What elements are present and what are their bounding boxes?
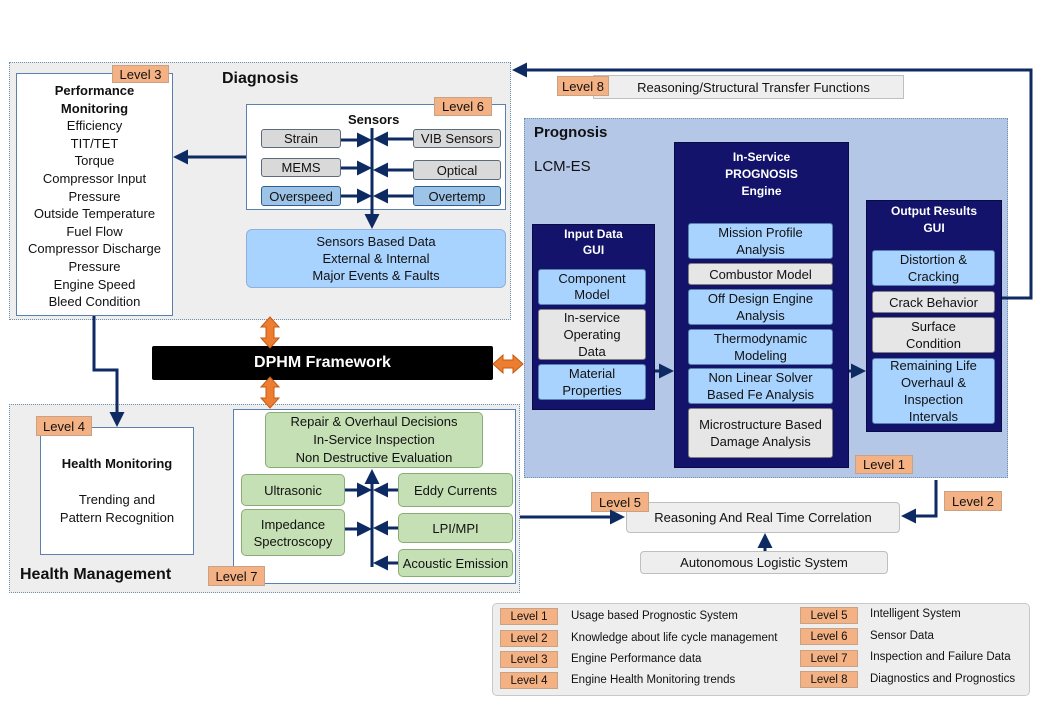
legend-text: Knowledge about life cycle management bbox=[571, 632, 778, 644]
health-monitoring-line: Trending and bbox=[78, 491, 156, 507]
engine-item: Non Linear Solver Based Fe Analysis bbox=[688, 368, 833, 404]
sensor-overspeed: Overspeed bbox=[261, 186, 341, 206]
decision-line: Non Destructive Evaluation bbox=[295, 450, 453, 465]
prognosis-title: Prognosis bbox=[534, 124, 608, 141]
legend-level-tag: Level 3 bbox=[500, 651, 558, 668]
ndt-lpi-mpi: LPI/MPI bbox=[398, 513, 513, 543]
level-tag: Level 8 bbox=[557, 76, 609, 96]
output-title-line: Output Results bbox=[891, 204, 977, 218]
legend-level-tag: Level 6 bbox=[800, 628, 858, 645]
level-tag: Level 4 bbox=[36, 416, 92, 436]
engine-item: Combustor Model bbox=[688, 263, 833, 285]
sensors-data-line: Major Events & Faults bbox=[312, 268, 440, 283]
performance-item: Fuel Flow bbox=[66, 223, 123, 239]
input-item: Component Model bbox=[538, 269, 646, 305]
decision-line: In-Service Inspection bbox=[313, 432, 435, 447]
performance-item: Compressor Input bbox=[42, 170, 147, 186]
health-management-title: Health Management bbox=[20, 566, 172, 583]
arrow-prognosis-to-reasoning bbox=[901, 480, 938, 524]
engine-title-line: Engine bbox=[741, 184, 782, 198]
level-tag: Level 6 bbox=[434, 97, 492, 116]
health-monitoring-title: Health Monitoring bbox=[61, 455, 173, 471]
legend-level-tag: Level 2 bbox=[500, 630, 558, 647]
legend-level-tag: Level 4 bbox=[500, 672, 558, 689]
ndt-ultrasonic: Ultrasonic bbox=[241, 474, 345, 506]
legend-text: Engine Performance data bbox=[571, 653, 702, 665]
sensor-strain: Strain bbox=[261, 129, 341, 148]
engine-item: Microstructure Based Damage Analysis bbox=[688, 408, 833, 458]
level-tag: Level 1 bbox=[855, 455, 913, 474]
prognosis-subtitle: LCM-ES bbox=[534, 158, 591, 175]
sensors-title: Sensors bbox=[348, 112, 400, 127]
autonomous-logistic-box: Autonomous Logistic System bbox=[640, 551, 888, 574]
decisions-box: Repair & Overhaul Decisions In-Service I… bbox=[265, 412, 483, 468]
engine-title-line: PROGNOSIS bbox=[725, 167, 798, 181]
output-item: Surface Condition bbox=[872, 317, 995, 353]
performance-item: TIT/TET bbox=[70, 135, 119, 151]
sensors-data-line: Sensors Based Data bbox=[316, 234, 436, 249]
level-tag: Level 2 bbox=[944, 491, 1002, 511]
output-item: Distortion & Cracking bbox=[872, 250, 995, 286]
dphm-framework-label: DPHM Framework bbox=[254, 354, 391, 371]
input-title-line: GUI bbox=[582, 243, 605, 257]
performance-item: Outside Temperature bbox=[33, 206, 156, 222]
performance-monitoring-box: Performance Monitoring Efficiency TIT/TE… bbox=[16, 73, 173, 316]
level-tag: Level 3 bbox=[112, 65, 169, 83]
performance-item: Pressure bbox=[68, 188, 121, 204]
performance-title-line1: Performance bbox=[54, 83, 135, 98]
sensors-data-line: External & Internal bbox=[322, 251, 430, 266]
dphm-framework-bar: DPHM Framework bbox=[152, 346, 493, 380]
legend-level-tag: Level 7 bbox=[800, 650, 858, 667]
sensor-mems: MEMS bbox=[261, 158, 341, 177]
orange-arrow-framework-prognosis bbox=[492, 353, 524, 375]
orange-arrow-diagnosis-framework bbox=[259, 316, 281, 349]
sensor-vib: VIB Sensors bbox=[413, 129, 501, 148]
decision-line: Repair & Overhaul Decisions bbox=[290, 414, 458, 429]
performance-item: Torque bbox=[74, 153, 115, 169]
legend-text: Diagnostics and Prognostics bbox=[870, 673, 1016, 685]
performance-item: Compressor Discharge bbox=[28, 241, 161, 257]
input-item: Material Properties bbox=[538, 364, 646, 400]
output-title-line: GUI bbox=[923, 221, 945, 235]
diagnosis-title: Diagnosis bbox=[222, 70, 299, 87]
output-item: Remaining Life Overhaul & Inspection Int… bbox=[872, 358, 995, 424]
ndt-eddy-currents: Eddy Currents bbox=[398, 473, 513, 507]
performance-item: Pressure bbox=[68, 258, 121, 274]
legend-level-tag: Level 1 bbox=[500, 608, 558, 625]
input-title-line: Input Data bbox=[564, 227, 623, 241]
legend-text: Intelligent System bbox=[870, 608, 961, 620]
engine-title: In-Service PROGNOSIS Engine bbox=[674, 149, 849, 200]
output-item: Crack Behavior bbox=[872, 291, 995, 313]
legend-text: Inspection and Failure Data bbox=[870, 651, 1011, 663]
engine-title-line: In-Service bbox=[732, 150, 791, 164]
legend-level-tag: Level 5 bbox=[800, 607, 858, 624]
legend-text: Usage based Prognostic System bbox=[571, 610, 738, 622]
input-data-title: Input Data GUI bbox=[532, 226, 655, 258]
ndt-impedance-spectroscopy: Impedance Spectroscopy bbox=[241, 509, 345, 556]
output-title: Output Results GUI bbox=[866, 203, 1002, 237]
engine-item: Thermodynamic Modeling bbox=[688, 329, 833, 365]
performance-item: Efficiency bbox=[66, 118, 123, 134]
structural-transfer-box: Reasoning/Structural Transfer Functions bbox=[593, 75, 904, 99]
engine-item: Off Design Engine Analysis bbox=[688, 289, 833, 325]
ndt-acoustic-emission: Acoustic Emission bbox=[398, 549, 513, 577]
legend-text: Sensor Data bbox=[870, 630, 934, 642]
legend-box bbox=[492, 603, 1030, 696]
structural-transfer-text: Reasoning/Structural Transfer Functions bbox=[637, 79, 870, 95]
health-monitoring-line: Pattern Recognition bbox=[59, 509, 175, 525]
sensor-overtemp: Overtemp bbox=[413, 186, 501, 206]
legend-text: Engine Health Monitoring trends bbox=[571, 674, 736, 686]
engine-item: Mission Profile Analysis bbox=[688, 223, 833, 259]
legend-level-tag: Level 8 bbox=[800, 671, 858, 688]
input-item: In-service Operating Data bbox=[538, 309, 646, 360]
level-tag: Level 5 bbox=[591, 492, 649, 512]
level-tag: Level 7 bbox=[208, 566, 265, 586]
health-monitoring-box: Health Monitoring Trending and Pattern R… bbox=[40, 427, 194, 555]
performance-item: Engine Speed bbox=[53, 276, 136, 292]
performance-title-line2: Monitoring bbox=[60, 100, 129, 116]
performance-item: Bleed Condition bbox=[48, 294, 141, 310]
reasoning-correlation-box: Reasoning And Real Time Correlation bbox=[626, 502, 900, 533]
sensor-optical: Optical bbox=[413, 160, 501, 180]
sensors-based-data-box: Sensors Based Data External & Internal M… bbox=[246, 229, 506, 288]
